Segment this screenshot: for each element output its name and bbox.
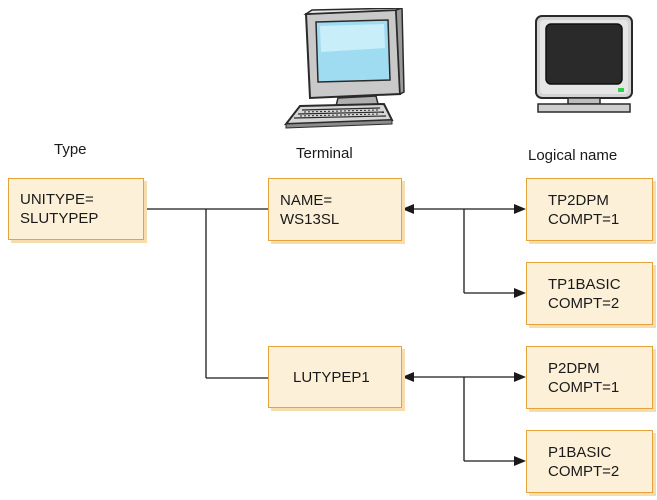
unitype-box: UNITYPE= SLUTYPEP xyxy=(8,178,144,240)
logical-box-line1: TP1BASIC xyxy=(548,275,621,293)
terminal-box-line1: NAME= xyxy=(280,191,333,209)
unitype-line2: SLUTYPEP xyxy=(20,210,99,227)
logical-box-line2: COMPT=1 xyxy=(548,210,620,228)
logical-name-header: Logical name xyxy=(528,147,618,164)
terminal-box-line1: LUTYPEP1 xyxy=(293,368,370,386)
type-header: Type xyxy=(54,141,87,158)
terminal-box-lutypep1: LUTYPEP1 xyxy=(268,346,402,408)
logical-box-tp2dpm: TP2DPM COMPT=1 xyxy=(526,178,653,241)
arrow-right-1 xyxy=(514,204,526,214)
arrow-right-2 xyxy=(514,288,526,298)
logical-box-line2: COMPT=2 xyxy=(548,462,620,480)
logical-box-p2dpm: P2DPM COMPT=1 xyxy=(526,346,653,409)
arrow-left-2 xyxy=(402,372,414,382)
logical-box-line2: COMPT=1 xyxy=(548,378,620,396)
unitype-line1: UNITYPE= xyxy=(20,191,94,208)
terminal-header: Terminal xyxy=(296,145,353,162)
logical-box-line1: TP2DPM xyxy=(548,191,609,209)
arrow-right-4 xyxy=(514,456,526,466)
terminal-box-ws13sl: NAME= WS13SL xyxy=(268,178,402,241)
logical-box-tp1basic: TP1BASIC COMPT=2 xyxy=(526,262,653,325)
terminal-box-line2: WS13SL xyxy=(280,210,340,228)
logical-box-line1: P1BASIC xyxy=(548,443,612,461)
logical-box-p1basic: P1BASIC COMPT=2 xyxy=(526,430,653,493)
logical-box-line1: P2DPM xyxy=(548,359,600,377)
logical-box-line2: COMPT=2 xyxy=(548,294,620,312)
arrow-left-1 xyxy=(402,204,414,214)
monitor-icon xyxy=(535,15,633,113)
desktop-computer-icon xyxy=(283,8,405,129)
arrow-right-3 xyxy=(514,372,526,382)
